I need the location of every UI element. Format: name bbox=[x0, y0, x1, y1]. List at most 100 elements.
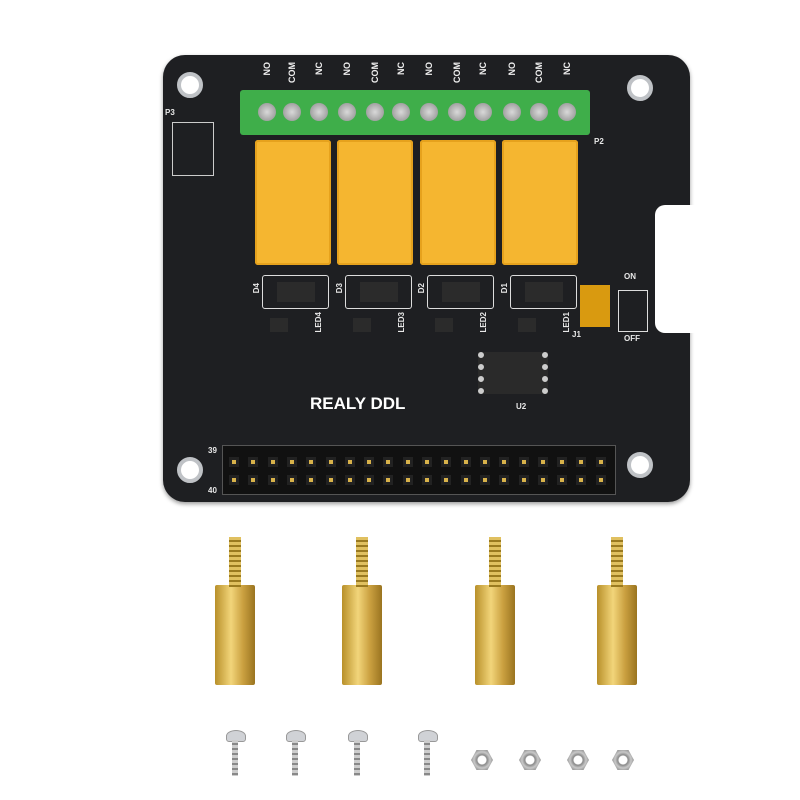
header-pin bbox=[482, 478, 487, 482]
header-pin bbox=[521, 478, 526, 482]
header-pin bbox=[289, 478, 294, 482]
on-label: ON bbox=[624, 272, 636, 281]
terminal-label: NO bbox=[262, 62, 272, 76]
terminal-screw bbox=[448, 103, 466, 121]
diode bbox=[262, 275, 329, 309]
diode bbox=[427, 275, 494, 309]
diode-body bbox=[525, 282, 563, 302]
header-pin bbox=[367, 460, 372, 464]
terminal-screw bbox=[420, 103, 438, 121]
diode-label: D3 bbox=[335, 283, 344, 294]
mount-hole bbox=[177, 457, 203, 483]
gpio-header bbox=[222, 445, 616, 495]
led-label: LED1 bbox=[562, 312, 571, 333]
mount-hole bbox=[177, 72, 203, 98]
led-label: LED2 bbox=[479, 312, 488, 333]
terminal-label: COM bbox=[370, 62, 380, 83]
j1-label: J1 bbox=[572, 330, 581, 339]
terminal-screw bbox=[558, 103, 576, 121]
brass-standoff bbox=[475, 585, 515, 685]
diode bbox=[510, 275, 577, 309]
terminal-label: NO bbox=[507, 62, 517, 76]
ic-chip bbox=[478, 352, 548, 394]
header-pin bbox=[560, 478, 565, 482]
dip-switch bbox=[580, 285, 610, 327]
header-pin bbox=[328, 478, 333, 482]
terminal-screw bbox=[530, 103, 548, 121]
transistor bbox=[435, 318, 453, 332]
u2-label: U2 bbox=[516, 402, 527, 411]
standoff-thread bbox=[489, 537, 501, 587]
pin-39-label: 39 bbox=[208, 446, 217, 455]
transistor bbox=[353, 318, 371, 332]
header-pin bbox=[270, 460, 275, 464]
header-pin bbox=[347, 478, 352, 482]
header-pin bbox=[347, 460, 352, 464]
header-pin bbox=[598, 460, 603, 464]
p3-jumper bbox=[172, 122, 214, 176]
header-pin bbox=[482, 460, 487, 464]
terminal-label: NC bbox=[396, 62, 406, 75]
header-pin bbox=[251, 460, 256, 464]
screw-shaft bbox=[424, 740, 430, 776]
header-pin bbox=[309, 478, 314, 482]
hex-nut bbox=[519, 750, 541, 770]
diode-label: D4 bbox=[252, 283, 261, 294]
screw-shaft bbox=[232, 740, 238, 776]
diode bbox=[345, 275, 412, 309]
hex-nut bbox=[567, 750, 589, 770]
header-pin bbox=[444, 460, 449, 464]
relay bbox=[420, 140, 496, 265]
header-pin bbox=[540, 478, 545, 482]
header-pin bbox=[521, 460, 526, 464]
header-pin bbox=[405, 460, 410, 464]
terminal-label: COM bbox=[534, 62, 544, 83]
brass-standoff bbox=[215, 585, 255, 685]
header-pin bbox=[425, 460, 429, 464]
header-pin bbox=[289, 460, 294, 464]
standoff-thread bbox=[356, 537, 368, 587]
header-pin bbox=[386, 478, 391, 482]
header-pin bbox=[444, 478, 449, 482]
terminal-screw bbox=[283, 103, 301, 121]
terminal-label: COM bbox=[287, 62, 297, 83]
header-pin bbox=[502, 478, 507, 482]
header-pin bbox=[463, 460, 468, 464]
off-label: OFF bbox=[624, 334, 640, 343]
relay bbox=[255, 140, 331, 265]
header-pin bbox=[309, 460, 314, 464]
header-pin bbox=[232, 478, 236, 482]
brass-standoff bbox=[342, 585, 382, 685]
diode-label: D1 bbox=[500, 283, 509, 294]
terminal-screw bbox=[366, 103, 384, 121]
led-label: LED4 bbox=[314, 312, 323, 333]
screw-shaft bbox=[354, 740, 360, 776]
terminal-screw bbox=[503, 103, 521, 121]
terminal-label: COM bbox=[452, 62, 462, 83]
board-notch bbox=[655, 205, 695, 333]
header-pin bbox=[579, 460, 584, 464]
mount-hole bbox=[627, 452, 653, 478]
hex-nut bbox=[471, 750, 493, 770]
relay bbox=[502, 140, 578, 265]
led-label: LED3 bbox=[397, 312, 406, 333]
header-pin bbox=[425, 478, 429, 482]
switch-marking bbox=[618, 290, 648, 332]
brand-text: REALY DDL bbox=[310, 394, 406, 413]
transistor bbox=[270, 318, 288, 332]
transistor bbox=[518, 318, 536, 332]
terminal-label: NO bbox=[342, 62, 352, 76]
header-pin bbox=[328, 460, 333, 464]
header-pin bbox=[367, 478, 372, 482]
p2-label: P2 bbox=[594, 137, 604, 146]
terminal-label: NC bbox=[314, 62, 324, 75]
terminal-label: NC bbox=[478, 62, 488, 75]
header-pin bbox=[540, 460, 545, 464]
header-pin bbox=[502, 460, 507, 464]
standoff-thread bbox=[229, 537, 241, 587]
terminal-screw bbox=[310, 103, 328, 121]
relay bbox=[337, 140, 413, 265]
header-pin bbox=[405, 478, 410, 482]
standoff-thread bbox=[611, 537, 623, 587]
screw-shaft bbox=[292, 740, 298, 776]
